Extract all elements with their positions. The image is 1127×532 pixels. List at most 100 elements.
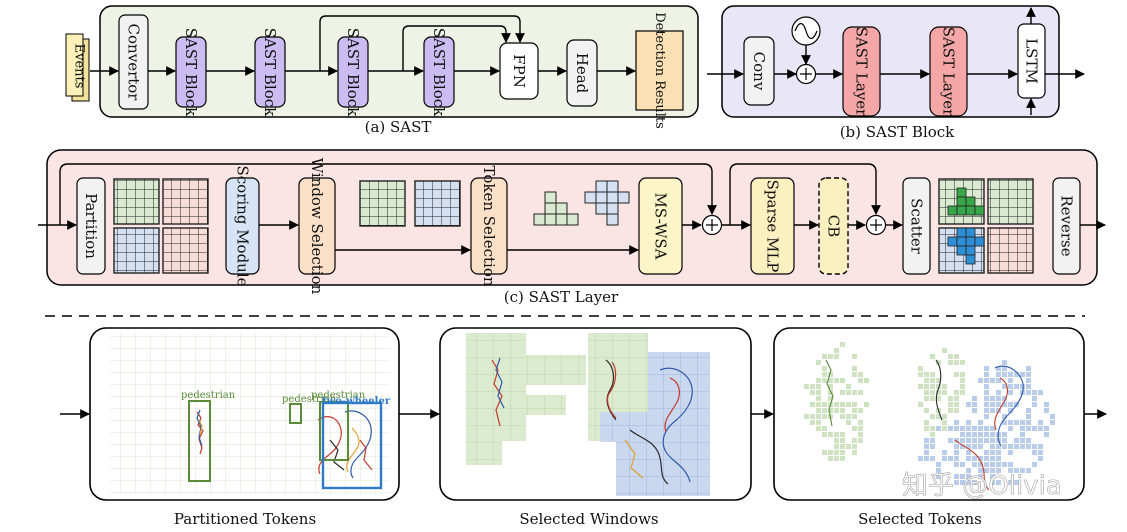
token-square xyxy=(930,390,935,395)
token-square xyxy=(960,372,965,377)
token-square xyxy=(984,402,989,407)
token-square xyxy=(1044,408,1049,413)
conv-label: Conv xyxy=(750,52,768,91)
token-square xyxy=(972,438,977,443)
token-square xyxy=(984,468,989,473)
panel-a-arrows xyxy=(90,15,636,76)
token-square xyxy=(960,378,965,383)
token-square xyxy=(1008,444,1013,449)
token-square xyxy=(1020,426,1025,431)
token-square xyxy=(936,378,941,383)
token-square xyxy=(924,396,929,401)
token-selection-box: Token Selection xyxy=(470,165,508,287)
window-selection-box: Window Selection xyxy=(298,158,336,295)
token-square xyxy=(942,450,947,455)
token-square xyxy=(1038,444,1043,449)
token-square xyxy=(822,372,827,377)
panel-a-caption: (a) SAST xyxy=(365,118,432,136)
token-square xyxy=(864,402,869,407)
token-square xyxy=(840,456,845,461)
token-square xyxy=(834,450,839,455)
token-square xyxy=(918,372,923,377)
token-square xyxy=(840,378,845,383)
token-square xyxy=(828,450,833,455)
token-square xyxy=(846,384,851,389)
token-square xyxy=(948,354,953,359)
token-square xyxy=(942,414,947,419)
sast-block-2-label: SAST Block xyxy=(261,28,279,117)
token-square xyxy=(1014,480,1019,485)
watermark-text: 知乎 @Olivia xyxy=(902,471,1062,501)
sast-layer-1: SAST Layer xyxy=(842,26,881,117)
token-square xyxy=(972,426,977,431)
token-square xyxy=(1032,396,1037,401)
token-square xyxy=(1026,426,1031,431)
token-square xyxy=(852,408,857,413)
token-selection-label: Token Selection xyxy=(480,165,498,286)
token-square xyxy=(918,402,923,407)
ms-wsa-box: MS-WSA xyxy=(638,177,683,275)
lstm-box: LSTM xyxy=(1017,23,1046,99)
positional-sine-icon xyxy=(791,16,821,46)
token-square xyxy=(1038,456,1043,461)
token-square xyxy=(822,450,827,455)
token-square xyxy=(930,438,935,443)
token-square xyxy=(1038,450,1043,455)
token-square xyxy=(1032,444,1037,449)
token-square xyxy=(966,468,971,473)
token-square xyxy=(960,390,965,395)
selected-token-shapes xyxy=(533,180,630,226)
token-square xyxy=(1026,366,1031,371)
token-square xyxy=(984,396,989,401)
token-square xyxy=(1032,462,1037,467)
sparse-mlp-box: Sparse MLP xyxy=(750,177,795,275)
token-square xyxy=(948,408,953,413)
token-square xyxy=(1026,438,1031,443)
token-square xyxy=(978,426,983,431)
token-square xyxy=(834,378,839,383)
fpn-label: FPN xyxy=(510,54,528,88)
token-square xyxy=(966,432,971,437)
pedestrian-label-3: pedestrian xyxy=(311,390,366,401)
token-square xyxy=(924,384,929,389)
token-square xyxy=(984,372,989,377)
token-square xyxy=(924,450,929,455)
token-square xyxy=(1002,396,1007,401)
token-square xyxy=(858,420,863,425)
token-square xyxy=(852,366,857,371)
token-square xyxy=(960,474,965,479)
token-square xyxy=(924,378,929,383)
token-square xyxy=(972,480,977,485)
token-square xyxy=(978,444,983,449)
token-square xyxy=(984,462,989,467)
token-square xyxy=(930,432,935,437)
token-square xyxy=(822,378,827,383)
token-square xyxy=(1014,444,1019,449)
token-square xyxy=(1026,372,1031,377)
token-square xyxy=(1044,402,1049,407)
token-square xyxy=(852,390,857,395)
token-square xyxy=(1014,384,1019,389)
token-square xyxy=(1014,468,1019,473)
add-node-c1 xyxy=(701,214,723,236)
sast-block-4: SAST Block xyxy=(423,28,455,117)
token-square xyxy=(972,408,977,413)
event-sparkles-3 xyxy=(825,359,1024,491)
token-square xyxy=(1020,420,1025,425)
token-square xyxy=(1032,402,1037,407)
token-square xyxy=(972,456,977,461)
selected-windows-panel xyxy=(439,327,752,501)
token-square xyxy=(822,432,827,437)
selected-window-grids xyxy=(359,180,461,227)
panel-c-caption: (c) SAST Layer xyxy=(504,288,619,306)
token-square xyxy=(990,450,995,455)
token-square xyxy=(1038,426,1043,431)
token-square xyxy=(1002,414,1007,419)
token-square xyxy=(978,378,983,383)
token-square xyxy=(996,456,1001,461)
token-square xyxy=(840,390,845,395)
token-square xyxy=(1026,468,1031,473)
token-square xyxy=(834,408,839,413)
token-square xyxy=(1008,408,1013,413)
